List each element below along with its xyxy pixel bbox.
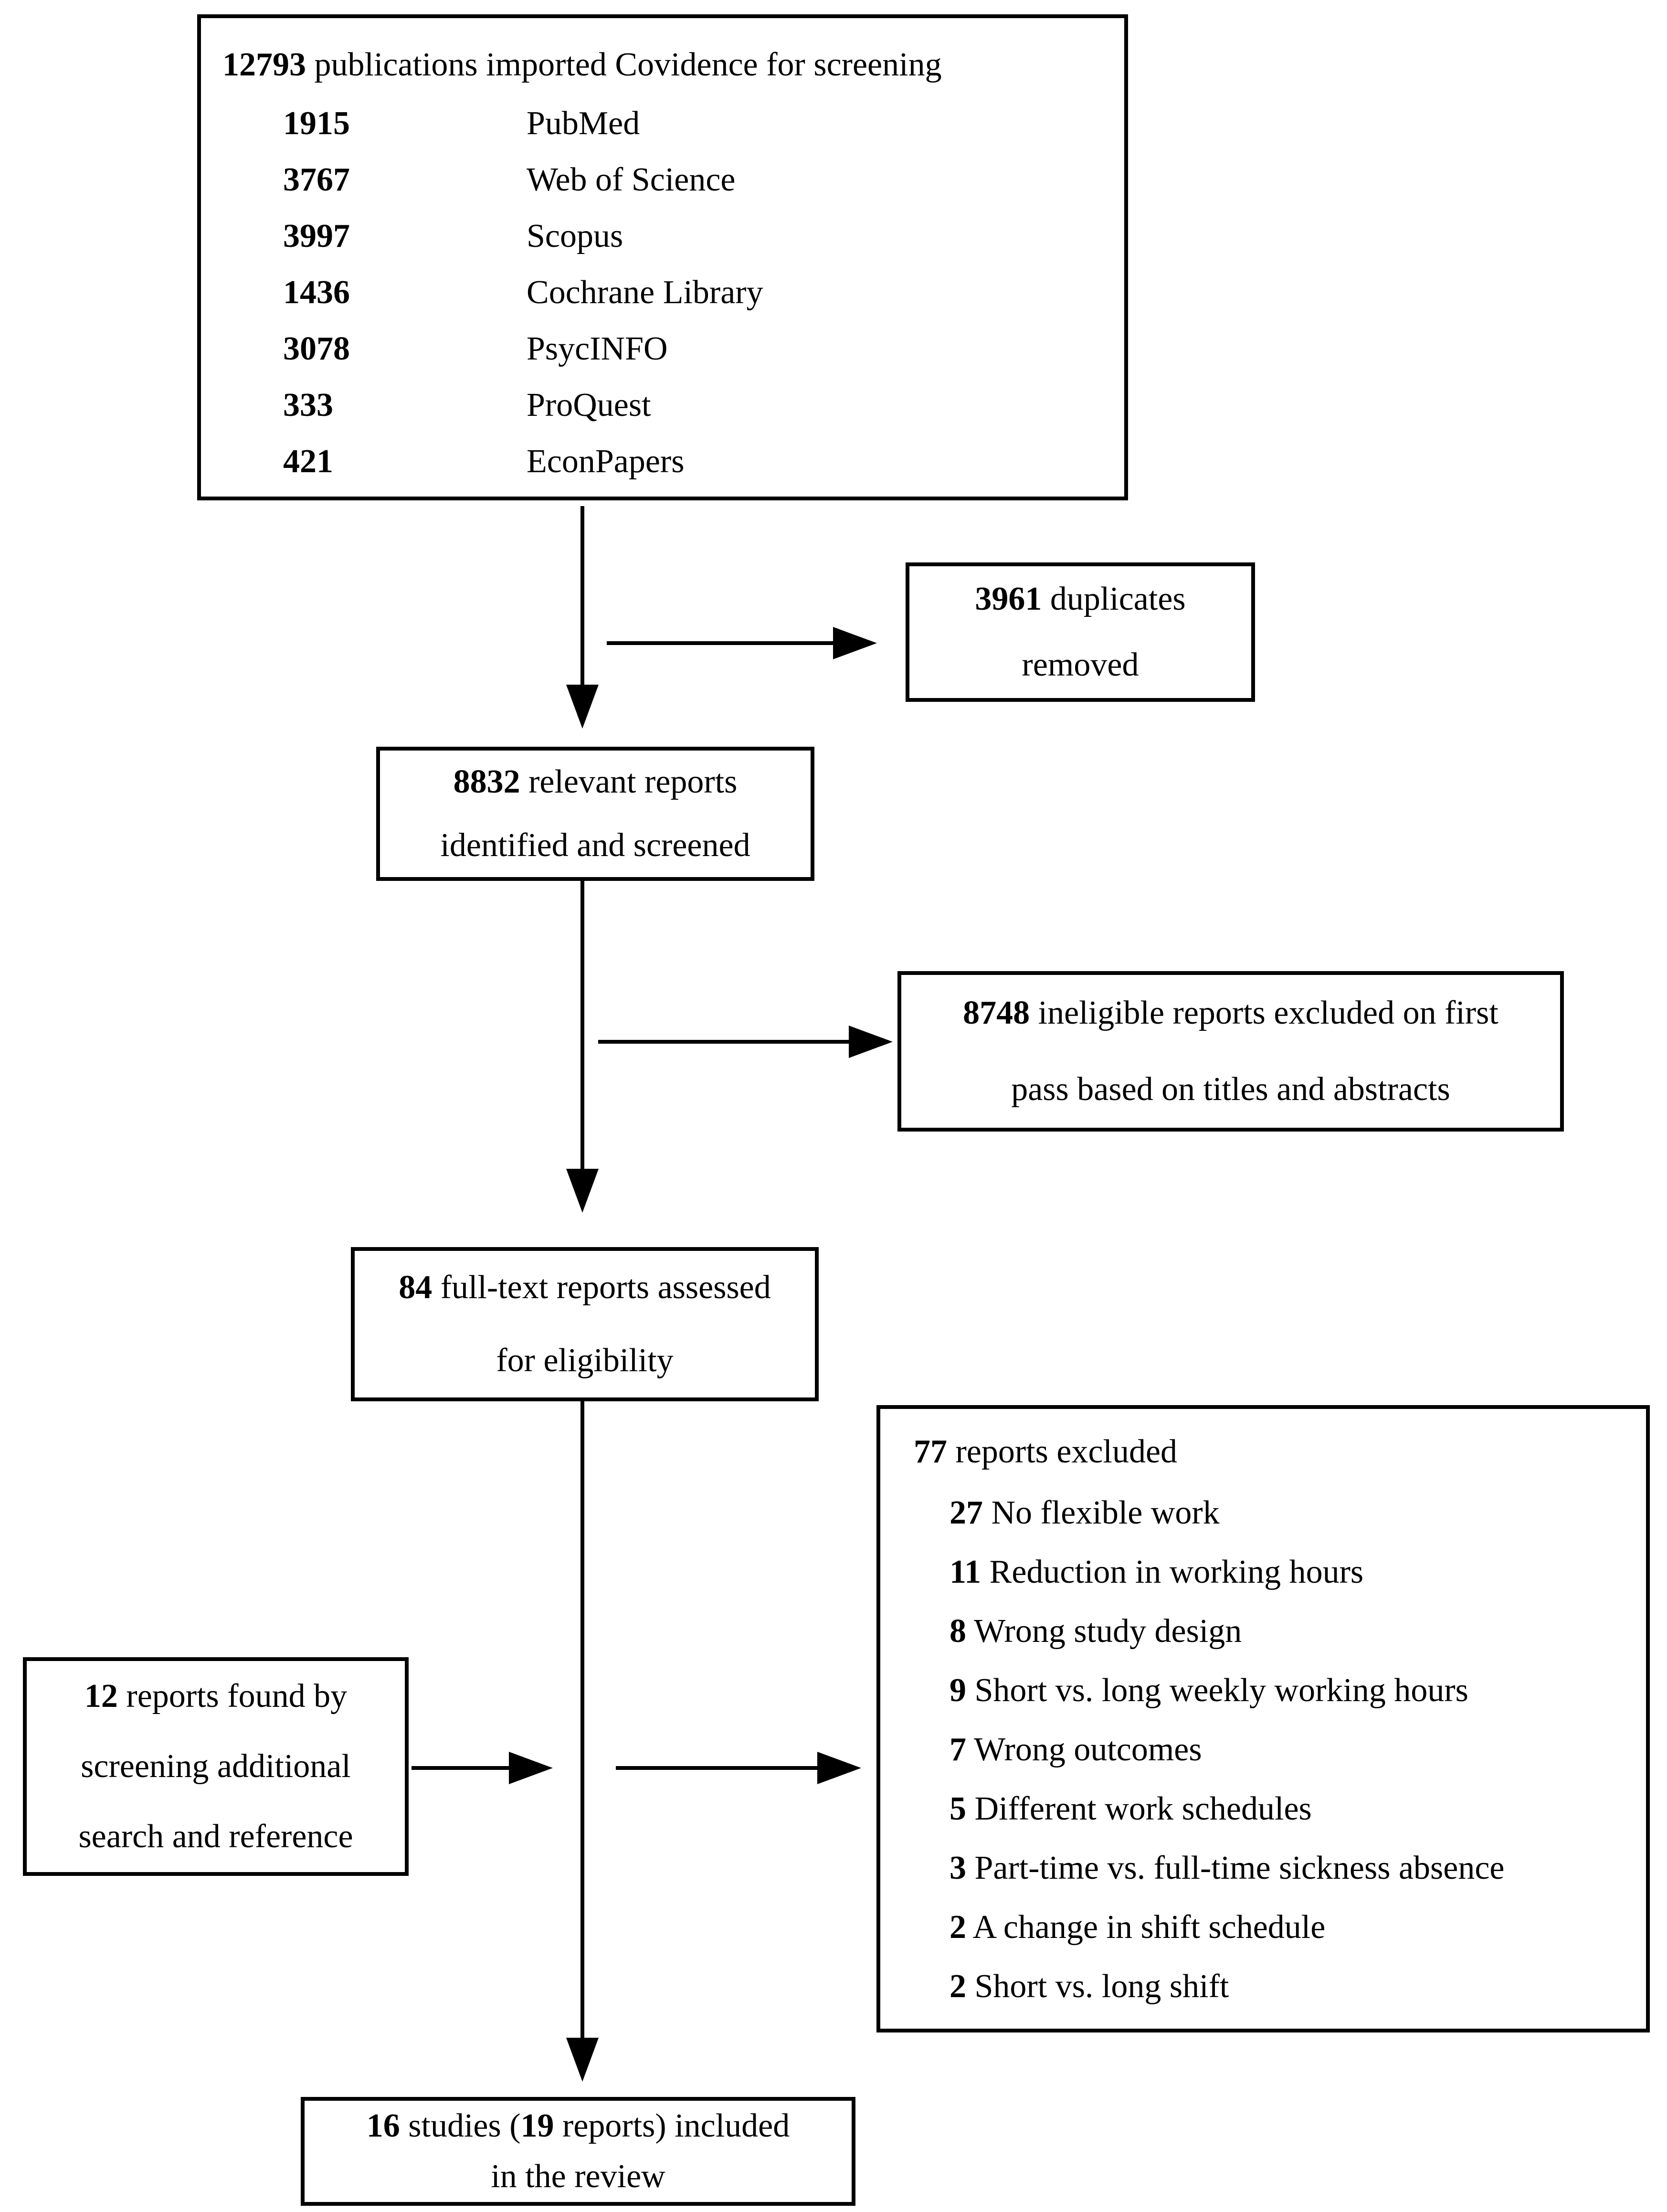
firstpass-line2: pass based on titles and abstracts	[1011, 1071, 1450, 1108]
excluded-count: 77	[914, 1433, 947, 1470]
source-name: Web of Science	[527, 161, 736, 198]
reason-row: 3 Part-time vs. full-time sickness absen…	[914, 1839, 1636, 1898]
reason-row: 8 Wrong study design	[914, 1602, 1636, 1661]
arrow-imported-to-screened-line	[580, 506, 584, 687]
additional-box: 12 reports found by screening additional…	[23, 1657, 409, 1876]
reason-text: Short vs. long weekly working hours	[966, 1672, 1468, 1709]
arrow-fulltext-to-included-head	[566, 2038, 599, 2082]
excluded-header: 77 reports excluded	[914, 1433, 1178, 1470]
imported-count: 12793	[222, 46, 306, 83]
reason-count: 7	[950, 1731, 966, 1768]
additional-count: 12	[84, 1677, 118, 1715]
fulltext-box: 84 full-text reports assessed for eligib…	[351, 1247, 819, 1401]
included-line2: in the review	[491, 2158, 665, 2195]
source-count: 3078	[283, 330, 350, 367]
additional-line2: screening additional	[81, 1747, 351, 1785]
reason-text: No flexible work	[983, 1494, 1220, 1531]
arrow-from-additional-line	[411, 1766, 512, 1770]
source-row: 3078 PsycINFO	[222, 321, 1112, 377]
arrow-to-duplicates-line	[607, 641, 835, 645]
reason-row: 2 Short vs. long shift	[914, 1957, 1636, 2016]
duplicates-line2: removed	[1022, 646, 1139, 683]
reason-count: 2	[950, 1968, 966, 2005]
reason-count: 27	[950, 1494, 983, 1531]
source-row: 3767 Web of Science	[222, 152, 1112, 208]
firstpass-line1: 8748 ineligible reports excluded on firs…	[963, 995, 1498, 1031]
source-count: 421	[283, 443, 333, 480]
duplicates-count: 3961	[975, 581, 1042, 617]
reason-text: A change in shift schedule	[966, 1909, 1326, 1946]
reason-text: Wrong study design	[966, 1613, 1242, 1650]
source-name: PsycINFO	[527, 330, 668, 367]
source-row: 3997 Scopus	[222, 208, 1112, 265]
arrow-screened-to-fulltext-line	[580, 881, 584, 1172]
reason-row: 2 A change in shift schedule	[914, 1898, 1636, 1957]
reason-count: 2	[950, 1909, 966, 1946]
reason-row: 7 Wrong outcomes	[914, 1720, 1636, 1779]
arrow-to-excluded-line	[616, 1766, 820, 1770]
arrow-imported-to-screened-head	[566, 685, 599, 729]
source-row: 421 EconPapers	[222, 434, 1112, 490]
source-count: 1915	[283, 105, 350, 142]
arrow-to-excluded-head	[817, 1752, 861, 1784]
source-list: 1915 PubMed 3767 Web of Science 3997 Scopus…	[222, 95, 1112, 490]
source-name: PubMed	[527, 105, 640, 142]
fulltext-line2: for eligibility	[496, 1342, 674, 1379]
source-row: 1436 Cochrane Library	[222, 265, 1112, 321]
reason-row: 27 No flexible work	[914, 1483, 1636, 1543]
duplicates-box: 3961 duplicates removed	[906, 562, 1255, 702]
arrow-to-duplicates-head	[833, 627, 877, 659]
exclusion-reason-list: 27 No flexible work 11 Reduction in work…	[914, 1483, 1636, 2016]
reason-text: Different work schedules	[966, 1790, 1312, 1827]
arrow-from-additional-head	[509, 1752, 553, 1784]
reason-row: 9 Short vs. long weekly working hours	[914, 1661, 1636, 1720]
included-studies-count: 16	[366, 2107, 400, 2144]
source-name: Scopus	[527, 218, 623, 254]
excluded-box: 77 reports excluded 27 No flexible work …	[876, 1405, 1650, 2032]
arrow-to-firstpass-line	[598, 1040, 851, 1044]
arrow-to-firstpass-head	[849, 1026, 893, 1058]
source-name: ProQuest	[527, 387, 651, 423]
reason-text: Reduction in working hours	[981, 1554, 1364, 1590]
screened-count: 8832	[453, 763, 520, 801]
reason-text: Short vs. long shift	[966, 1968, 1229, 2005]
source-count: 1436	[283, 274, 350, 311]
source-row: 1915 PubMed	[222, 95, 1112, 152]
firstpass-count: 8748	[963, 995, 1030, 1031]
imported-header: 12793 publications imported Covidence fo…	[222, 41, 1112, 89]
source-name: Cochrane Library	[527, 274, 763, 311]
screened-box: 8832 relevant reports identified and scr…	[376, 747, 814, 881]
reason-text: Part-time vs. full-time sickness absence	[966, 1850, 1505, 1886]
included-reports-count: 19	[520, 2107, 554, 2144]
fulltext-count: 84	[399, 1269, 433, 1306]
reason-text: Wrong outcomes	[966, 1731, 1202, 1768]
screened-line2: identified and screened	[440, 826, 750, 864]
reason-count: 11	[950, 1554, 981, 1590]
imported-box: 12793 publications imported Covidence fo…	[197, 14, 1128, 500]
duplicates-line1: 3961 duplicates	[975, 581, 1186, 617]
additional-line1: 12 reports found by	[84, 1677, 348, 1715]
reason-count: 5	[950, 1790, 966, 1827]
reason-row: 11 Reduction in working hours	[914, 1543, 1636, 1602]
additional-line3: search and reference	[78, 1818, 353, 1855]
arrow-screened-to-fulltext-head	[566, 1169, 599, 1213]
source-count: 3767	[283, 161, 350, 198]
arrow-fulltext-to-included-line	[580, 1401, 584, 2041]
reason-count: 8	[950, 1613, 966, 1650]
reason-count: 9	[950, 1672, 966, 1709]
included-box: 16 studies (19 reports) included in the …	[301, 2097, 855, 2206]
source-count: 3997	[283, 218, 350, 254]
source-row: 333 ProQuest	[222, 377, 1112, 434]
reason-count: 3	[950, 1850, 966, 1886]
source-count: 333	[283, 387, 333, 423]
firstpass-box: 8748 ineligible reports excluded on firs…	[897, 971, 1564, 1132]
included-line1: 16 studies (19 reports) included	[366, 2107, 790, 2144]
source-name: EconPapers	[527, 443, 685, 480]
imported-label: publications imported Covidence for scre…	[306, 46, 942, 83]
screened-line1: 8832 relevant reports	[453, 763, 738, 801]
fulltext-line1: 84 full-text reports assessed	[399, 1269, 771, 1306]
reason-row: 5 Different work schedules	[914, 1779, 1636, 1839]
